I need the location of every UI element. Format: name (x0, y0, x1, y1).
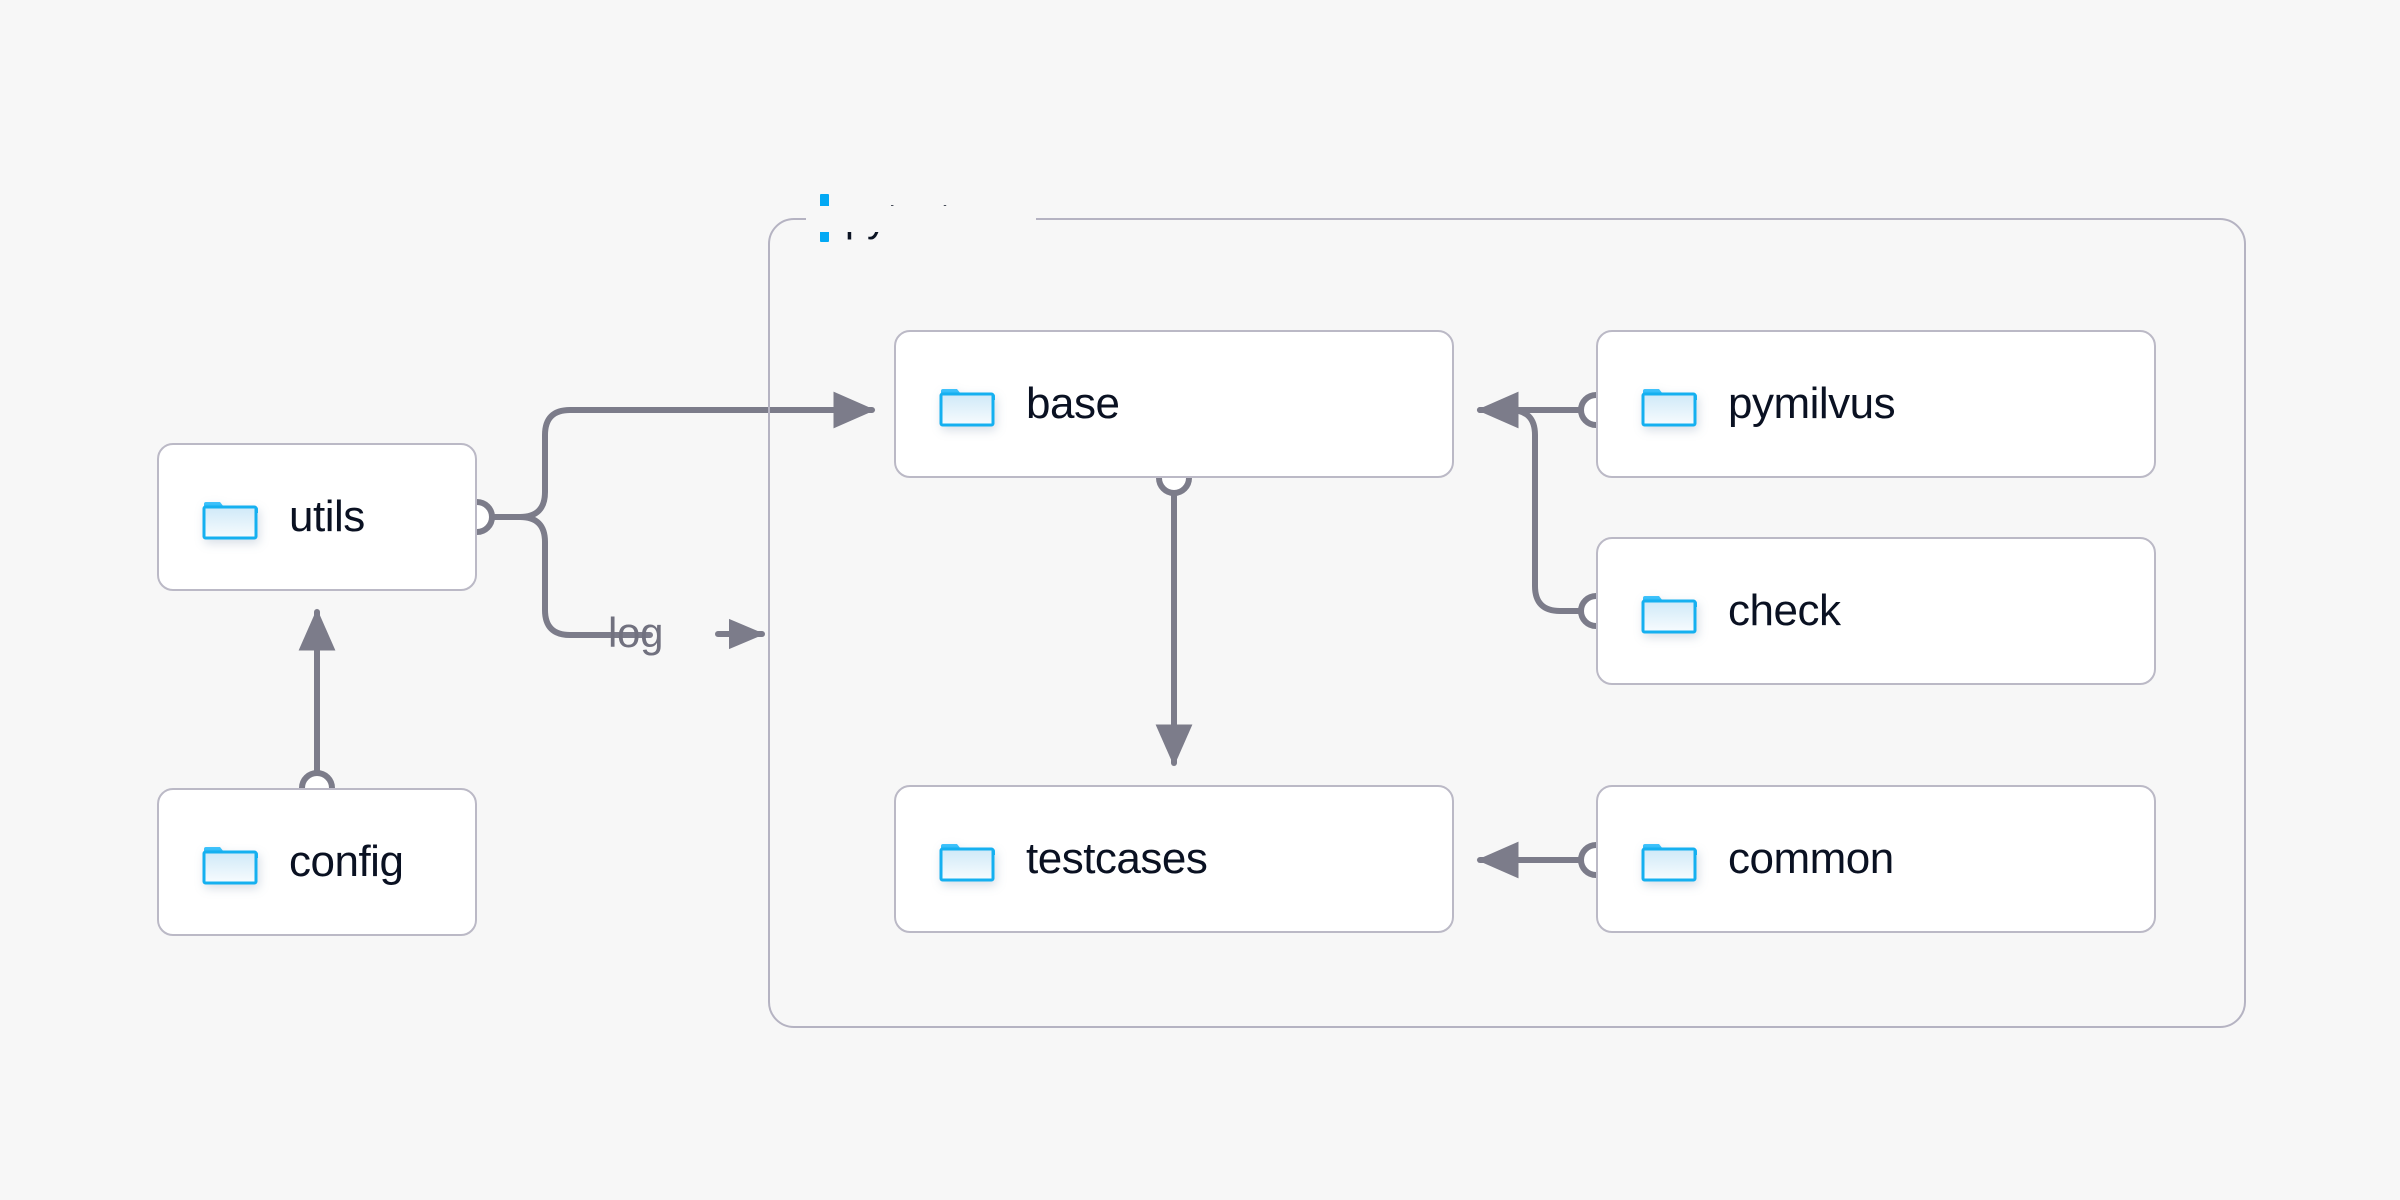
node-utils[interactable]: utils (157, 443, 477, 591)
node-pymilvus[interactable]: pymilvus (1596, 330, 2156, 478)
node-config[interactable]: config (157, 788, 477, 936)
node-label-testcases: testcases (1026, 834, 1208, 883)
folder-icon (939, 844, 995, 882)
folder-icon (1641, 844, 1697, 882)
node-label-base: base (1026, 379, 1120, 428)
group-label-mask (806, 206, 1036, 232)
node-check[interactable]: check (1596, 537, 2156, 685)
node-label-utils: utils (289, 492, 365, 541)
node-label-common: common (1728, 834, 1894, 883)
node-label-check: check (1728, 586, 1841, 635)
node-common[interactable]: common (1596, 785, 2156, 933)
folder-icon (1641, 596, 1697, 634)
node-label-config: config (289, 837, 404, 886)
folder-icon (202, 502, 258, 540)
node-label-pymilvus: pymilvus (1728, 379, 1896, 428)
edge-label-log: log (608, 609, 664, 656)
folder-icon (202, 847, 258, 885)
group-container-pytest[interactable] (768, 218, 2246, 1028)
folder-icon (939, 389, 995, 427)
folder-icon (1641, 389, 1697, 427)
node-testcases[interactable]: testcases (894, 785, 1454, 933)
node-base[interactable]: base (894, 330, 1454, 478)
